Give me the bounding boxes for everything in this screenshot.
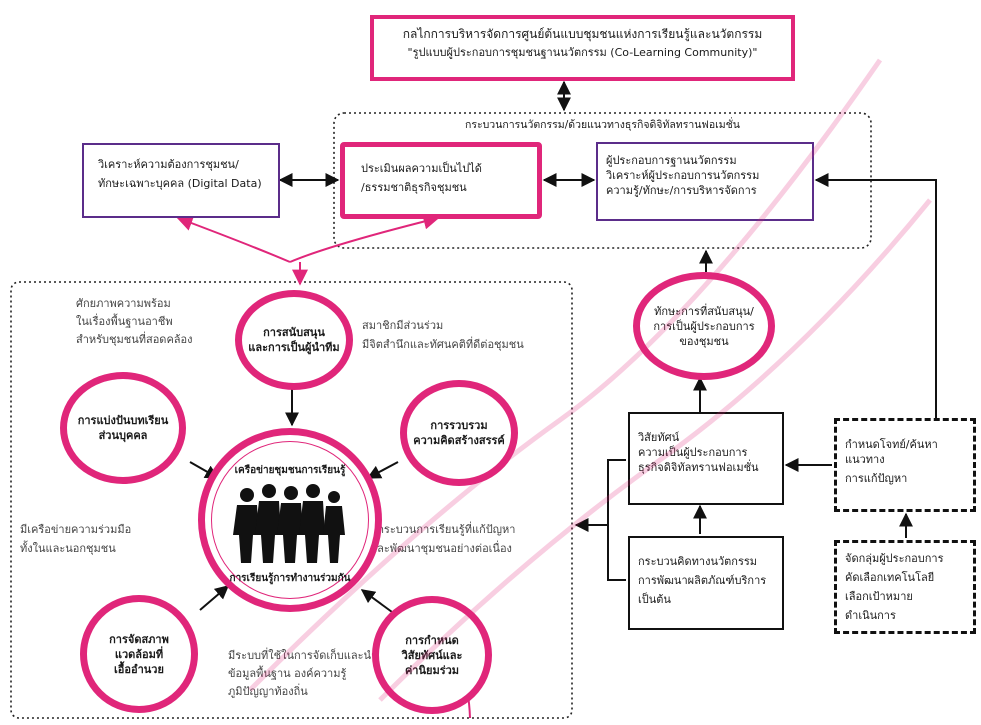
skills-line3: ของชุมชน xyxy=(679,334,729,348)
vision-line2: ความเป็นผู้ประกอบการ xyxy=(638,446,748,459)
note-member-line2: มีจิตสำนึกและทัศนคติที่ดีต่อชุมชน xyxy=(362,338,524,351)
shared-vision-line1: การกำหนด xyxy=(405,633,459,647)
note-system: มีระบบที่ใช้ในการจัดเก็บและนำ ข้อมูลพื้น… xyxy=(228,648,408,699)
center-top-label: เครือข่ายชุมชนการเรียนรู้ xyxy=(234,465,346,476)
group-line4: ดำเนินการ xyxy=(845,609,896,622)
support-line1: การสนับสนุน xyxy=(263,326,325,339)
collect-line2: ความคิดสร้างสรรค์ xyxy=(413,434,505,447)
needs-analysis-box: วิเคราะห์ความต้องการชุมชน/ ทักษะเฉพาะบุค… xyxy=(82,143,280,218)
innovation-line3: เป็นต้น xyxy=(638,593,671,606)
support-line2: และการเป็นผู้นำทีม xyxy=(248,341,340,354)
entrepreneur-line1: ผู้ประกอบการฐานนวัตกรรม xyxy=(606,154,737,167)
center-bottom-label: การเรียนรู้การทำงานร่วมกัน xyxy=(229,573,351,584)
shared-vision-line2: วิสัยทัศน์และ xyxy=(401,648,463,662)
note-process-line1: มีกระบวนการเรียนรู้ที่แก้ปัญหา xyxy=(370,523,516,536)
needs-analysis-line2: ทักษะเฉพาะบุคคล (Digital Data) xyxy=(98,177,262,190)
entrepreneur-box: ผู้ประกอบการฐานนวัตกรรม วิเคราะห์ผู้ประก… xyxy=(596,142,814,221)
vision-line1: วิสัยทัศน์ xyxy=(638,431,680,444)
note-process-line2: และพัฒนาชุมชนอย่างต่อเนื่อง xyxy=(370,542,512,555)
needs-analysis-line1: วิเคราะห์ความต้องการชุมชน/ xyxy=(98,158,239,171)
group-select-box: จัดกลุ่มผู้ประกอบการ คัดเลือกเทคโนโลยี เ… xyxy=(834,540,976,634)
note-potential: ศักยภาพความพร้อม ในเรื่องพื้นฐานอาชีพ สำ… xyxy=(76,296,246,347)
circle-share-lessons: การแบ่งปันบทเรียน ส่วนบุคคล xyxy=(60,372,186,484)
circle-environment: การจัดสภาพ แวดล้อมที่ เอื้ออำนวย xyxy=(80,595,198,713)
circle-shared-vision: การกำหนด วิสัยทัศน์และ ค่านิยมร่วม xyxy=(372,596,492,714)
note-potential-line2: ในเรื่องพื้นฐานอาชีพ xyxy=(76,315,173,328)
entrepreneur-line3: ความรู้/ทักษะ/การบริหารจัดการ xyxy=(606,184,757,197)
top-title-line2: "รูปแบบผู้ประกอบการชุมชนฐานนวัตกรรม (Co-… xyxy=(407,46,758,59)
team-silhouette-icon xyxy=(233,484,345,563)
note-system-line1: มีระบบที่ใช้ในการจัดเก็บและนำ xyxy=(228,649,378,662)
note-cooperation-line1: มีเครือข่ายความร่วมมือ xyxy=(20,523,132,536)
note-potential-line1: ศักยภาพความพร้อม xyxy=(76,297,171,310)
share-line1: การแบ่งปันบทเรียน xyxy=(77,414,169,427)
group-line3: เลือกเป้าหมาย xyxy=(845,590,913,603)
note-member: สมาชิกมีส่วนร่วม มีจิตสำนึกและทัศนคติที่… xyxy=(362,318,567,352)
goal-line2: การแก้ปัญหา xyxy=(845,472,908,485)
evaluate-line1: ประเมินผลความเป็นไปได้ xyxy=(361,162,482,175)
center-inner-ring xyxy=(211,441,369,599)
note-member-line1: สมาชิกมีส่วนร่วม xyxy=(362,319,444,332)
group-line2: คัดเลือกเทคโนโลยี xyxy=(845,571,935,584)
skills-line2: การเป็นผู้ประกอบการ xyxy=(653,319,755,333)
vision-box: วิสัยทัศน์ ความเป็นผู้ประกอบการ ธุรกิจดิ… xyxy=(628,412,784,505)
environment-line1: การจัดสภาพ xyxy=(109,632,169,646)
note-system-line2: ข้อมูลพื้นฐาน องค์ความรู้ xyxy=(228,667,347,680)
share-line2: ส่วนบุคคล xyxy=(98,429,148,442)
environment-line3: เอื้ออำนวย xyxy=(114,662,164,676)
shared-vision-line3: ค่านิยมร่วม xyxy=(404,663,460,677)
environment-line2: แวดล้อมที่ xyxy=(114,647,164,661)
note-potential-line3: สำหรับชุมชนที่สอดคล้อง xyxy=(76,333,193,346)
top-title-box: กลไกการบริหารจัดการศูนย์ต้นแบบชุมชนแห่งก… xyxy=(370,15,795,81)
evaluate-box: ประเมินผลความเป็นไปได้ /ธรรมชาติธุรกิจชุ… xyxy=(340,142,542,219)
note-cooperation-line2: ทั้งในและนอกชุมชน xyxy=(20,542,116,555)
circle-collect-creativity: การรวบรวม ความคิดสร้างสรรค์ xyxy=(400,380,518,486)
note-cooperation: มีเครือข่ายความร่วมมือ ทั้งในและนอกชุมชน xyxy=(20,522,190,556)
innovation-line2: การพัฒนาผลิตภัณฑ์บริการ xyxy=(638,574,767,587)
innovation-box: กระบวนคิดทางนวัตกรรม การพัฒนาผลิตภัณฑ์บร… xyxy=(628,536,784,630)
goal-line1: กำหนดโจทย์/ค้นหาแนวทาง xyxy=(845,438,938,466)
entrepreneur-line2: วิเคราะห์ผู้ประกอบการนวัตกรรม xyxy=(606,169,760,182)
goal-box: กำหนดโจทย์/ค้นหาแนวทาง การแก้ปัญหา xyxy=(834,418,976,512)
top-title-line1: กลไกการบริหารจัดการศูนย์ต้นแบบชุมชนแห่งก… xyxy=(402,27,763,41)
skills-circle: ทักษะการที่สนับสนุน/ การเป็นผู้ประกอบการ… xyxy=(633,272,775,380)
center-network-circle: เครือข่ายชุมชนการเรียนรู้ การเรียนรู้การ… xyxy=(198,428,382,612)
skills-line1: ทักษะการที่สนับสนุน/ xyxy=(654,304,754,318)
circle-support-leadership: การสนับสนุน และการเป็นผู้นำทีม xyxy=(235,290,353,390)
note-process: มีกระบวนการเรียนรู้ที่แก้ปัญหา และพัฒนาช… xyxy=(370,522,570,556)
group-line1: จัดกลุ่มผู้ประกอบการ xyxy=(845,552,944,565)
collect-line1: การรวบรวม xyxy=(430,419,488,432)
innovation-line1: กระบวนคิดทางนวัตกรรม xyxy=(638,555,758,568)
evaluate-line2: /ธรรมชาติธุรกิจชุมชน xyxy=(361,181,467,194)
note-system-line3: ภูมิปัญญาท้องถิ่น xyxy=(228,685,308,698)
vision-line3: ธุรกิจดิจิทัลทรานฟอเมชั่น xyxy=(638,461,759,474)
process-group-title: กระบวนการนวัตกรรม/ด้วยแนวทางธุรกิจดิจิทั… xyxy=(465,119,740,131)
